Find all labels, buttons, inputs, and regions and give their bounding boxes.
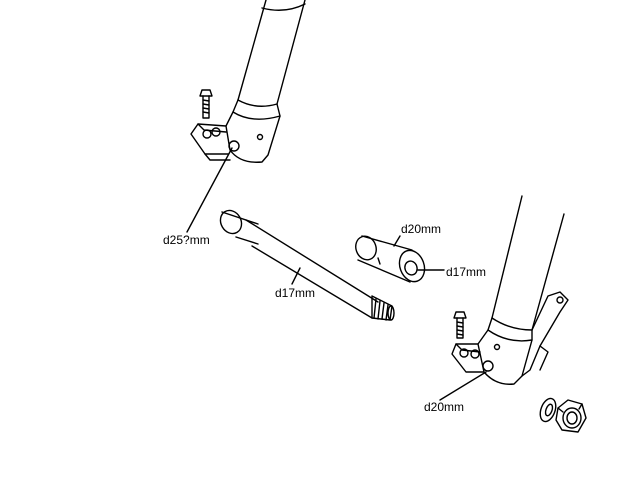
axle-nut — [555, 399, 587, 433]
axle — [219, 209, 395, 321]
leader-spacer-outer — [393, 235, 401, 247]
label-spacer-inner: d17mm — [446, 265, 487, 279]
label-right-fork-bore: d20mm — [424, 400, 465, 414]
spacer-sleeve — [355, 235, 426, 283]
label-spacer-outer: d20mm — [401, 222, 442, 236]
label-left-fork-bore: d25?mm — [163, 233, 210, 247]
left-fork-leg — [190, 0, 306, 163]
leader-left-bore — [186, 147, 233, 233]
right-fork-leg — [451, 195, 569, 385]
washer — [539, 397, 557, 423]
left-pinch-bolt — [199, 89, 213, 119]
leader-right-bore — [439, 371, 487, 401]
right-pinch-bolt — [453, 311, 467, 339]
leader-axle — [291, 267, 301, 285]
label-axle-diameter: d17mm — [275, 286, 316, 300]
